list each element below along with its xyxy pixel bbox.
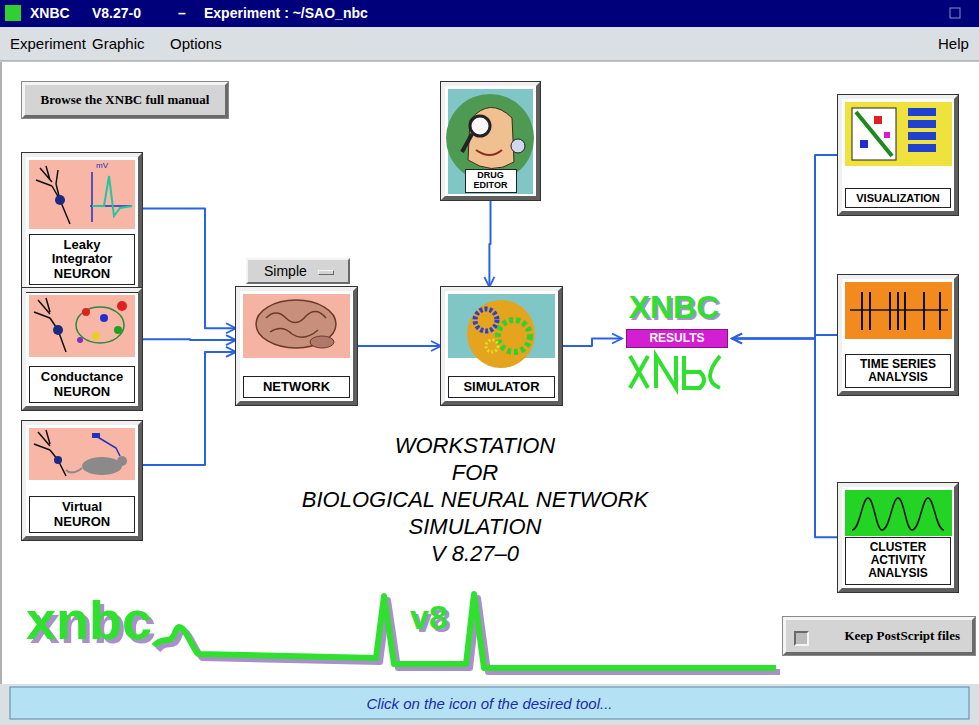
banner-line: SIMULATION [240,513,710,540]
checkbox-button: Keep PostScript files [783,617,975,655]
menu-divider [0,61,979,62]
tool-label: Conductance NEURON [29,366,135,403]
tool-label: RESULTS [626,329,728,348]
separator: – [178,5,186,22]
status-message: Click on the icon of the desired tool... [12,688,967,718]
spike-train-icon [845,282,952,339]
window-title: Experiment : ~/SAO_nbc [204,5,368,22]
banner-line: FOR [240,459,710,486]
flow-connector [489,200,490,287]
window-border [0,62,2,684]
banner-line: WORKSTATION [240,432,710,459]
tool-label: CLUSTER ACTIVITY ANALYSIS [845,537,951,585]
window-button [950,8,960,18]
ecg-logo-stroke [154,594,780,672]
flow-connector [732,155,838,339]
brand-logo: xnbc [26,590,152,650]
virtual-icon [29,428,135,480]
results-logo-strokes [630,356,720,388]
menu-item: Help [938,35,969,53]
mode-dropdown: Simple [246,258,350,284]
simulator-tool: SIMULATOR [441,287,562,405]
neuron-model-tool: Conductance NEURON [22,288,142,410]
analysis-tool: VISUALIZATION [838,95,958,215]
results-node: RESULTS [622,285,732,392]
tool-label: Leaky Integrator NEURON [29,234,135,285]
flow-connector [562,339,622,347]
peaks-icon [845,490,952,536]
conductance-icon [29,295,135,357]
version: V8.27-0 [92,5,141,22]
drug-editor-tool: DRUG EDITOR [441,82,540,200]
neuron-model-tool: Leaky Integrator NEURON [22,153,142,292]
banner-line: V 8.27–0 [240,540,710,567]
version-logo: v8 [410,598,448,636]
matrix-icon [845,102,952,166]
status-bar [10,687,969,719]
tool-label: SIMULATOR [448,376,555,398]
tool-label: DRUG EDITOR [465,169,517,193]
menu-item: Experiment [10,35,86,53]
title-bar [0,0,979,27]
tool-label: TIME SERIES ANALYSIS [845,354,951,388]
menu-item: Graphic [92,35,145,53]
tool-label: Virtual NEURON [29,496,135,533]
flow-connector [142,352,236,465]
network-tool: NETWORK [236,287,357,405]
axis-unit: mV [96,161,108,170]
flow-connector [732,339,838,538]
status-ground [0,684,979,725]
neuron-model-tool: Virtual NEURON [22,421,142,540]
menu-item: Options [170,35,222,53]
manual-button: Browse the XNBC full manual [22,82,228,118]
flow-connector [142,338,236,341]
window-icon [5,5,21,21]
app-name: XNBC [30,5,70,22]
flow-connector [357,345,441,347]
banner-line: BIOLOGICAL NEURAL NETWORK [240,486,710,513]
menu-bar [0,27,979,61]
analysis-tool: TIME SERIES ANALYSIS [838,275,958,395]
tool-label: NETWORK [243,376,350,398]
tool-label: VISUALIZATION [845,188,951,208]
analysis-tool: CLUSTER ACTIVITY ANALYSIS [838,483,958,592]
gears-icon [448,294,555,368]
results-logo: XNBC [622,289,726,325]
banner-title: WORKSTATION FOR BIOLOGICAL NEURAL NETWOR… [240,432,710,567]
leaky-icon [29,160,135,229]
flow-connector [142,209,236,329]
brain-icon [243,294,350,358]
drug-editor-icon [446,89,534,194]
